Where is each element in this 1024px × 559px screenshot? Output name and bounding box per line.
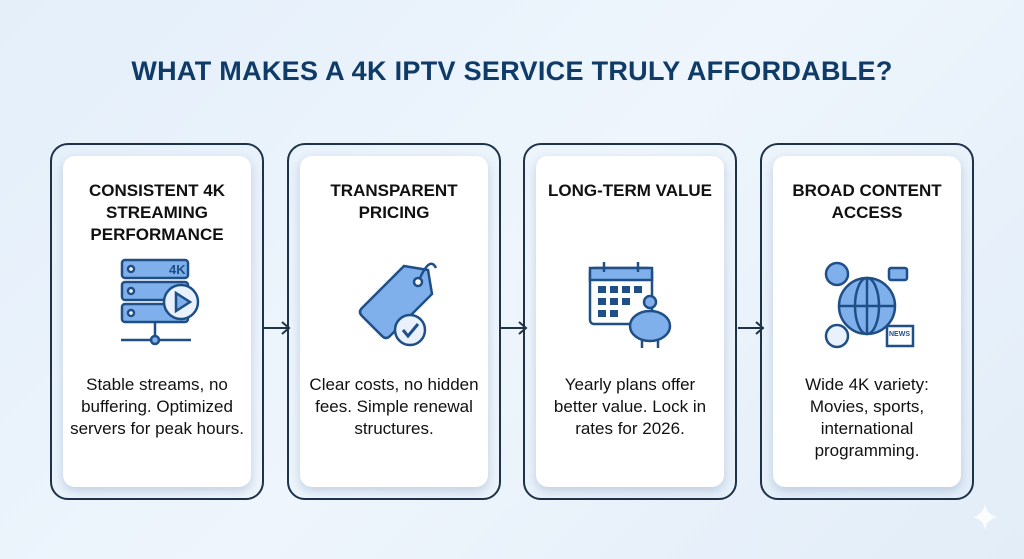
price-tag-check-icon [358, 262, 438, 347]
calendar-piggy-bank-icon [588, 262, 672, 348]
card-description: Stable streams, no buffering. Optimized … [70, 375, 244, 438]
page-title: WHAT MAKES A 4K IPTV SERVICE TRULY AFFOR… [131, 56, 893, 86]
globe-media-icon: NEWS [824, 261, 915, 349]
card-title: LONG-TERM VALUE [547, 181, 712, 200]
card-description: Yearly plans offer better value. Lock in… [553, 375, 707, 438]
svg-text:NEWS: NEWS [889, 331, 910, 338]
card-description: Clear costs, no hidden fees. Simple rene… [309, 375, 479, 438]
card-consistent-performance: CONSISTENT 4K STREAMING PERFORMANCE 4K S… [50, 143, 264, 500]
card-broad-content: BROAD CONTENT ACCESS NEWS Wide 4K variet… [760, 143, 974, 500]
arrow-right-icon [264, 321, 291, 335]
arrow-right-icon [738, 321, 765, 335]
card-transparent-pricing: TRANSPARENT PRICING Clear costs, no hidd… [287, 143, 501, 500]
card-title: TRANSPARENT PRICING [330, 181, 458, 222]
server-play-icon: 4K [120, 258, 200, 346]
sparkle-icon [972, 504, 998, 530]
card-title: CONSISTENT 4K STREAMING PERFORMANCE [88, 181, 226, 244]
card-long-term-value: LONG-TERM VALUE Yearly plans offer bette… [523, 143, 737, 500]
card-description: Wide 4K variety: Movies, sports, interna… [805, 375, 929, 460]
arrow-right-icon [501, 321, 528, 335]
svg-text:4K: 4K [169, 262, 186, 277]
card-title: BROAD CONTENT ACCESS [792, 181, 942, 222]
